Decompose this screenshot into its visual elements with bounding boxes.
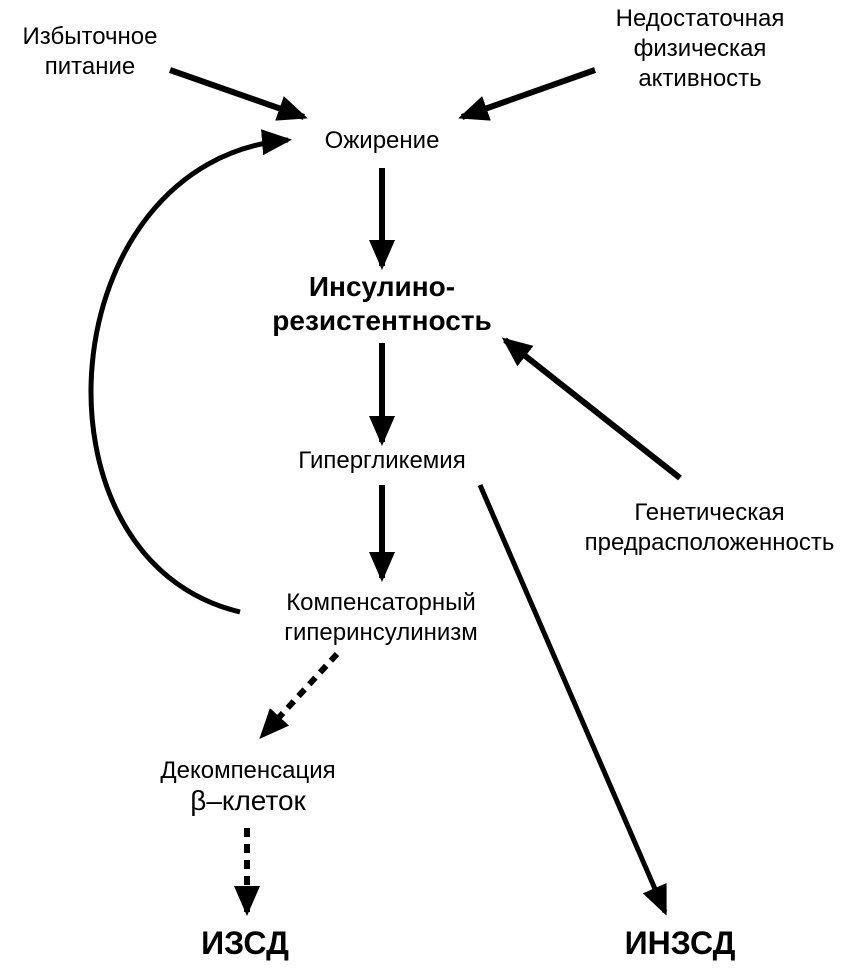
node-hyperinsulinism-line-1: Компенсаторный: [286, 589, 476, 616]
node-hyperinsulinism-line-2: гиперинсулинизм: [284, 619, 478, 646]
arrow-feedback-hyperinsulinism-to-obesity: [88, 129, 292, 615]
node-low-activity-line-2: физическая: [633, 35, 767, 62]
node-niddm: ИНЗСД: [600, 924, 760, 962]
node-hyperglycemia: Гипергликемия: [262, 446, 502, 476]
node-hyperinsulinism: Компенсаторный гиперинсулинизм: [250, 588, 512, 648]
node-hyperglycemia-label: Гипергликемия: [298, 447, 466, 474]
node-low-activity-line-3: активность: [638, 65, 762, 92]
node-insulin-resistance-line-1: Инсулино-: [308, 271, 456, 302]
node-beta-cell-decompensation: Декомпенсация β–клеток: [120, 756, 376, 816]
node-iddm: ИЗСД: [170, 924, 320, 962]
node-overeating-line-2: питание: [44, 53, 136, 80]
node-obesity-label: Ожирение: [324, 127, 440, 154]
arrow-overeating-to-obesity: [169, 67, 308, 121]
arrow-hyperglycemia-to-niddm: [477, 484, 668, 916]
node-decompensation-line-2: β–клеток: [190, 785, 306, 816]
node-low-activity-line-1: Недостаточная: [615, 5, 785, 32]
node-decompensation-line-1: Декомпенсация: [160, 757, 336, 784]
arrow-hyperinsulinism-to-decompensation: [259, 651, 340, 739]
arrow-genetic-to-insulin-resistance: [501, 337, 682, 481]
node-insulin-resistance: Инсулино- резистентность: [242, 270, 522, 338]
arrow-activity-to-obesity: [458, 67, 596, 121]
node-overeating-line-1: Избыточное: [22, 23, 158, 50]
node-obesity: Ожирение: [292, 126, 472, 156]
node-genetic-predisposition: Генетическая предрасположенность: [552, 498, 867, 558]
node-niddm-label: ИНЗСД: [624, 925, 736, 961]
node-low-activity: Недостаточная физическая активность: [590, 4, 810, 94]
node-insulin-resistance-line-2: резистентность: [272, 305, 492, 336]
node-genetic-line-2: предрасположенность: [584, 529, 835, 556]
node-iddm-label: ИЗСД: [201, 925, 289, 961]
node-overeating: Избыточное питание: [0, 22, 180, 82]
node-genetic-line-1: Генетическая: [634, 499, 785, 526]
